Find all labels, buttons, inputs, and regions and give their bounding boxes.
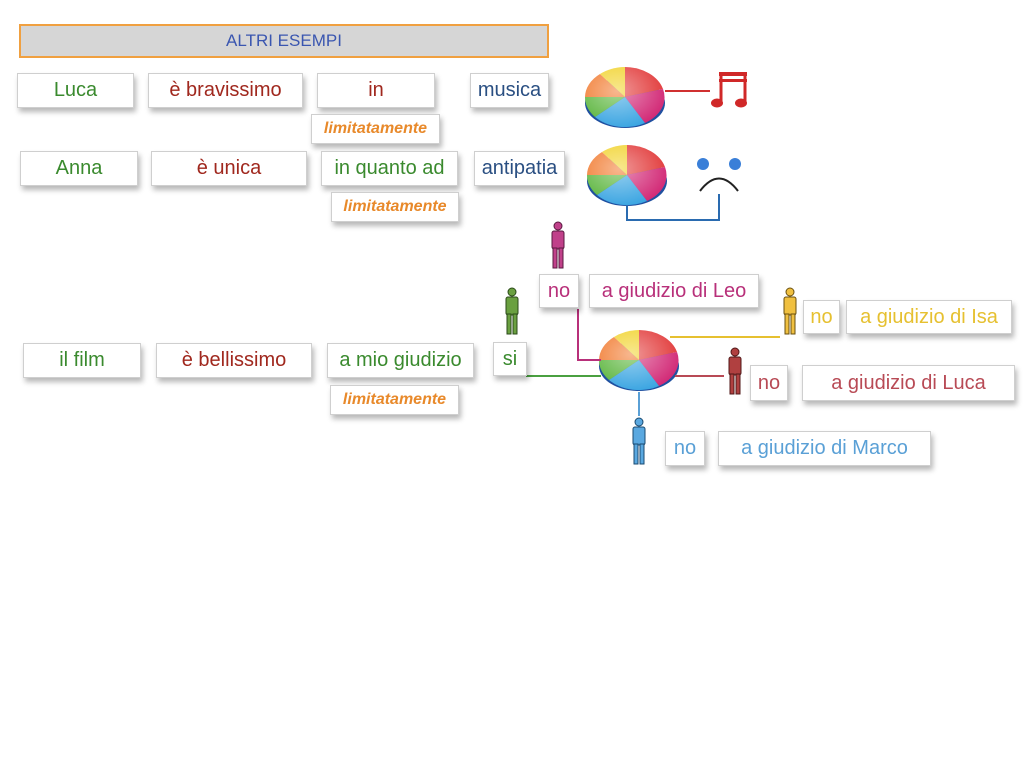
row1-subject: Luca (17, 73, 134, 108)
row3-predicate: è bellissimo (156, 343, 312, 378)
row1-object: musica (470, 73, 549, 108)
person-icon (632, 417, 646, 465)
person-icon (728, 347, 742, 395)
music-note-icon (711, 72, 747, 108)
row3-limit-label: limitatamente (330, 385, 459, 415)
opinion-luca-answer: no (750, 365, 788, 401)
opinion-marco-label: a giudizio di Marco (718, 431, 931, 466)
row2-limit-label: limitatamente (331, 192, 459, 222)
pie-chart-icon (598, 330, 679, 391)
opinion-leo-answer: no (539, 274, 579, 308)
row1-preposition: in (317, 73, 435, 108)
row3-preposition: a mio giudizio (327, 343, 474, 378)
row3-subject: il film (23, 343, 141, 378)
page-title: ALTRI ESEMPI (19, 24, 549, 58)
pie-chart-icon (586, 145, 667, 206)
opinion-isa-label: a giudizio di Isa (846, 300, 1012, 334)
row2-preposition: in quanto ad (321, 151, 458, 186)
person-icon (551, 221, 565, 269)
person-icon (783, 287, 797, 335)
row3-answer-si: si (493, 342, 527, 376)
opinion-marco-answer: no (665, 431, 705, 466)
opinion-luca-label: a giudizio di Luca (802, 365, 1015, 401)
sad-face-icon (697, 158, 741, 192)
row2-predicate: è unica (151, 151, 307, 186)
opinion-leo-label: a giudizio di Leo (589, 274, 759, 308)
opinion-isa-answer: no (803, 300, 840, 334)
row1-predicate: è bravissimo (148, 73, 303, 108)
person-icon (505, 287, 519, 335)
row2-object: antipatia (474, 151, 565, 186)
row2-subject: Anna (20, 151, 138, 186)
pie-chart-icon (584, 67, 665, 128)
row1-limit-label: limitatamente (311, 114, 440, 144)
